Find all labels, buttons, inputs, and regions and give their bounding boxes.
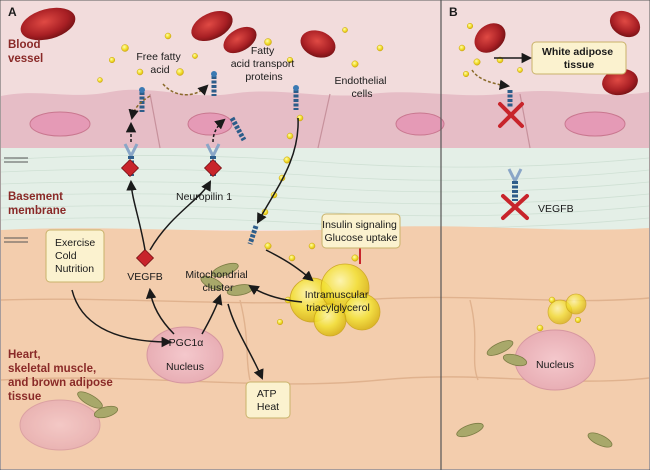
arrow-stimuli-to-pgc1a — [71, 289, 173, 348]
insulin-box — [321, 213, 401, 249]
vegfb-ligand-secreted — [135, 248, 155, 268]
lipid-droplet-cluster — [289, 263, 587, 337]
arrow-fa-to-imtg — [265, 249, 314, 282]
arrow-fa-through-membrane — [257, 117, 299, 224]
transport-protein-3 — [229, 116, 247, 142]
label-atp-heat: ATP Heat — [257, 388, 279, 413]
transport-protein-4 — [293, 85, 299, 110]
vegf-receptor-b — [507, 168, 523, 201]
label-imtg: Intramuscular triacylglycerol — [305, 289, 372, 314]
label-vegfb: VEGFB — [127, 271, 163, 283]
endothelial-nuclei — [29, 111, 626, 137]
mitochondria — [77, 262, 613, 448]
blocked-marks — [498, 102, 529, 220]
blocked-transport-x-mark — [498, 102, 524, 128]
side-label-basement-membrane: Basement membrane — [8, 191, 66, 217]
arrow-imtg-to-mito — [248, 284, 303, 303]
label-insulin: Insulin signaling Glucose uptake — [322, 219, 400, 244]
pathway-arrows — [71, 52, 533, 380]
label-endothelial-cells: Endothelial cells — [335, 75, 390, 100]
tissue-nuclei — [19, 326, 596, 451]
atp-heat-box — [245, 381, 291, 419]
label-nucleus: Nucleus — [166, 361, 204, 373]
fatty-acid-transport-proteins — [139, 71, 513, 245]
label-pgc1a: PGC1α — [169, 337, 204, 349]
stimuli-box — [45, 229, 105, 283]
arrow-ffa-to-fatp — [162, 83, 209, 96]
label-neuropilin: Neuropilin 1 — [176, 191, 232, 203]
vegfb-ligand-receptor-1 — [120, 158, 140, 178]
vegfb-ligand-receptor-2 — [203, 158, 223, 178]
transport-protein-2 — [211, 71, 217, 96]
arrow-receptor-to-fatp-2 — [212, 118, 226, 143]
label-nucleus-b: Nucleus — [536, 359, 574, 371]
arrow-vegfb-to-receptor-1 — [126, 179, 146, 251]
transport-protein-1 — [139, 87, 145, 112]
panel-label-b: B — [449, 5, 458, 19]
white-adipose-box — [531, 41, 627, 75]
label-mitochondrial-cluster: Mitochondrial cluster — [185, 269, 250, 294]
red-blood-cells — [20, 7, 641, 96]
label-transport-proteins: Fatty acid transport proteins — [231, 45, 298, 83]
arrow-ffa-entry-left — [128, 95, 151, 121]
side-label-blood-vessel: Blood vessel — [8, 39, 44, 65]
arrow-pgc1a-to-vegfb — [145, 287, 175, 335]
vegfb-ligands — [120, 158, 223, 268]
blocked-vegfb-x-mark — [501, 194, 529, 220]
label-free-fatty-acid: Free fatty acid — [136, 51, 183, 76]
panel-label-a: A — [8, 5, 17, 19]
label-stimuli: Exercise Cold Nutrition — [55, 237, 98, 275]
side-label-tissue: Heart, skeletal muscle, and brown adipos… — [8, 349, 116, 403]
arrow-mito-to-atp — [227, 303, 264, 380]
label-white-adipose: White adipose tissue — [542, 46, 616, 71]
label-vegfb-b: VEGFB — [538, 203, 574, 215]
arrow-pgc1a-to-mito — [201, 294, 223, 335]
arrow-fa-blocked — [471, 69, 511, 91]
arrow-vegfb-to-receptor-2 — [149, 180, 212, 251]
callouts — [45, 41, 627, 419]
transport-protein-5 — [247, 225, 259, 245]
